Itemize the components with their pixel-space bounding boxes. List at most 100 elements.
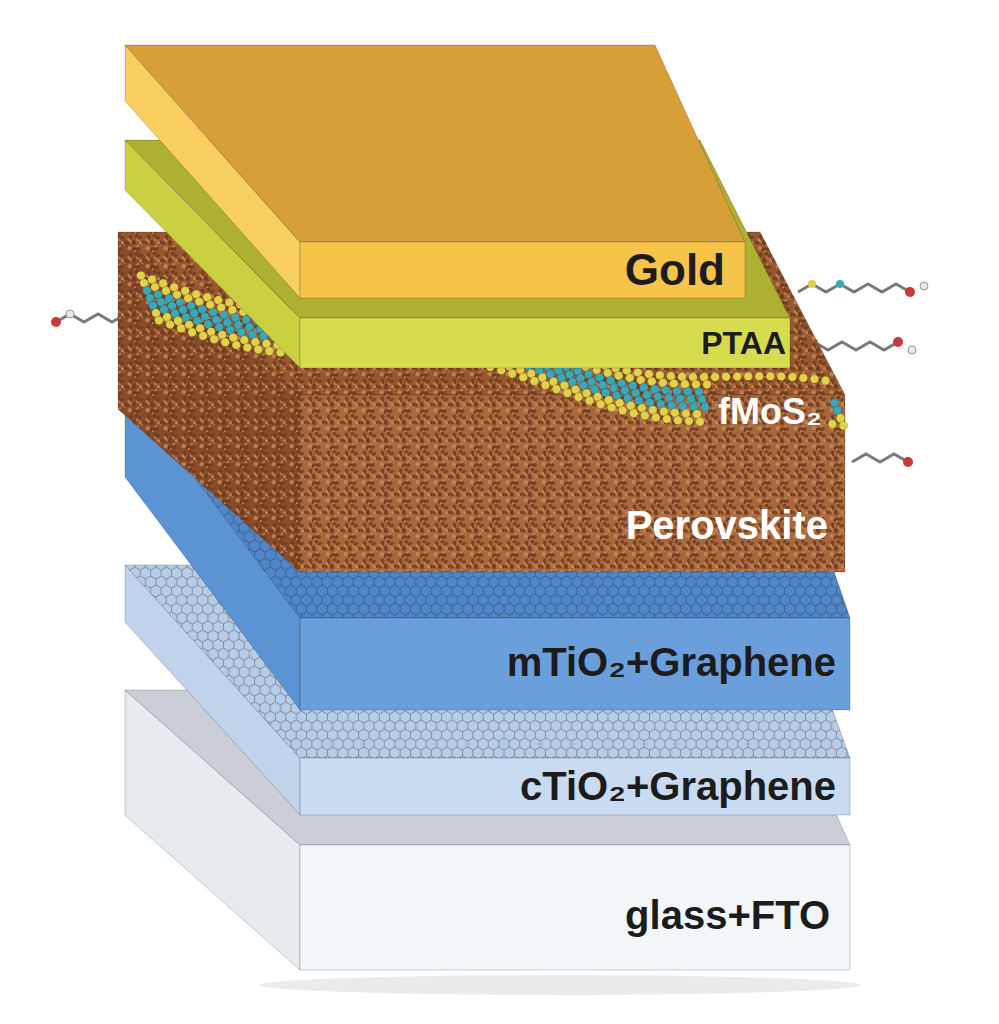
mos2-atom: [188, 328, 197, 337]
mos2-atom: [336, 335, 345, 344]
mos2-atom: [439, 346, 448, 355]
mos2-atom: [276, 348, 285, 357]
mos2-atom: [589, 358, 598, 367]
mos2-atom: [243, 343, 252, 352]
mos2-atom: [556, 348, 565, 357]
mos2-atom: [512, 332, 521, 341]
mos2-atom: [530, 377, 539, 386]
layer-front-face: [300, 395, 845, 572]
mos2-atom: [430, 323, 439, 332]
graphene-mesh: [125, 385, 850, 618]
mos2-atom: [281, 334, 290, 343]
mos2-atom: [346, 305, 355, 314]
mos2-atom: [177, 324, 186, 333]
mos2-atom: [273, 341, 282, 350]
mos2-atom: [508, 369, 517, 378]
mos2-atom: [449, 320, 458, 329]
mos2-atom: [319, 320, 328, 329]
mos2-atom: [286, 320, 295, 329]
mos2-atom: [309, 350, 318, 359]
layer-label: fMoS₂: [718, 392, 822, 432]
mos2-atom: [414, 336, 423, 345]
mos2-atom: [618, 406, 627, 415]
mos2-atom: [452, 327, 461, 336]
mos2-atom: [703, 380, 712, 389]
mos2-atom: [442, 353, 451, 362]
mos2-atom: [221, 338, 230, 347]
mos2-atom: [314, 335, 323, 344]
mos2-atom: [515, 339, 524, 348]
mos2-atom: [493, 332, 502, 341]
mos2-atom: [358, 335, 367, 344]
mos2-atom: [405, 313, 414, 322]
mos2-atom: [485, 336, 494, 345]
mos2-atom: [278, 327, 287, 336]
mos2-atom: [376, 350, 385, 359]
mos2-atom: [446, 312, 455, 321]
mos2-atom: [472, 352, 481, 361]
label-holder: PTAA: [701, 326, 786, 361]
mos2-atom: [394, 313, 403, 322]
mos2-atom: [529, 351, 538, 360]
mos2-atom: [457, 315, 466, 324]
mos2-atom: [155, 316, 164, 325]
perovskite-texture: [300, 395, 845, 572]
mos2-atom: [347, 335, 356, 344]
mos2-atom: [480, 348, 489, 357]
mos2-atom: [294, 313, 303, 322]
mos2-atom: [607, 403, 616, 412]
mos2-atom: [384, 342, 393, 351]
mos2-atom: [523, 336, 532, 345]
mos2-atom: [397, 320, 406, 329]
oxygen-atom: [905, 287, 915, 297]
mos2-atom: [491, 351, 500, 360]
mos2-atom: [497, 366, 506, 375]
layer-front-face: [300, 845, 850, 970]
layer-front-face: [300, 318, 790, 368]
mos2-atom: [696, 417, 705, 426]
mos2-atom: [436, 338, 445, 347]
mos2-atom: [427, 316, 436, 325]
mos2-atom: [755, 372, 764, 381]
mos2-atom: [488, 343, 497, 352]
mos2-atom: [272, 312, 281, 321]
mos2-atom: [652, 413, 661, 422]
mos2-atom: [292, 335, 301, 344]
carbon-atom: [836, 280, 844, 288]
mos2-atom: [389, 327, 398, 336]
mos2-atom: [494, 358, 503, 367]
mos2-atom: [486, 363, 495, 372]
mos2-atom: [534, 340, 543, 349]
layer-label: glass+FTO: [625, 893, 830, 937]
layer-front-face: [300, 758, 850, 815]
mos2-atom: [409, 350, 418, 359]
layer-label: cTiO₂+Graphene: [520, 764, 836, 808]
mos2-atom: [435, 310, 444, 319]
mos2-atom: [247, 302, 256, 311]
mos2-atom: [519, 373, 528, 382]
layer-front-face: [300, 618, 850, 710]
mos2-atom: [349, 312, 358, 321]
mos2-atom: [422, 329, 431, 338]
hydrogen-atom: [908, 346, 916, 354]
mos2-atom: [303, 335, 312, 344]
mos2-atom: [305, 313, 314, 322]
mos2-atom: [507, 343, 516, 352]
mos2-atom: [358, 305, 367, 314]
mos2-atom: [350, 342, 359, 351]
mos2-atom: [210, 335, 219, 344]
mos2-atom: [402, 306, 411, 315]
mos2-atom: [322, 328, 331, 337]
mos2-atom: [387, 350, 396, 359]
mos2-atom: [253, 317, 262, 326]
mos2-atom: [482, 328, 491, 337]
label-holder: mTiO₂+Graphene: [507, 640, 836, 684]
mos2-atom: [479, 321, 488, 330]
mos2-atom: [261, 311, 270, 320]
mos2-atom: [469, 345, 478, 354]
layer-label: mTiO₂+Graphene: [507, 640, 836, 684]
mos2-atom: [370, 335, 379, 344]
mos2-atom: [295, 342, 304, 351]
mos2-atom: [466, 337, 475, 346]
